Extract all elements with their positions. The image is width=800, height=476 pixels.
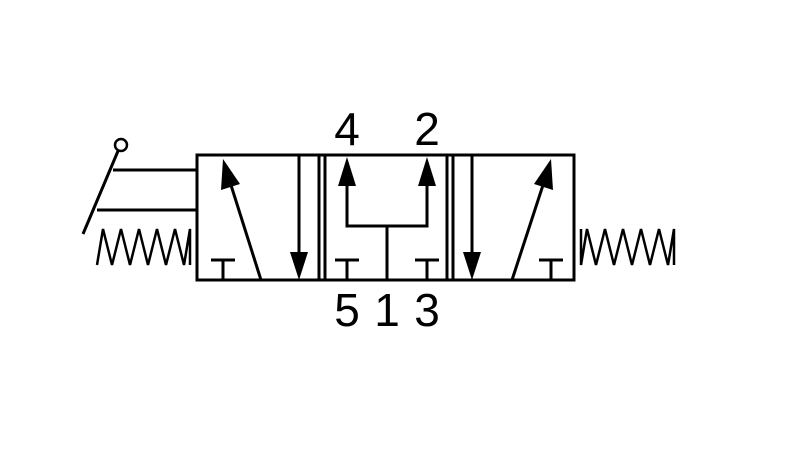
port-label-5: 5 (334, 284, 360, 336)
port-label-4: 4 (334, 103, 360, 155)
right-diagonal-arrow-icon (510, 159, 553, 281)
position-dividers (317, 155, 455, 280)
right-spring-icon (579, 228, 676, 266)
left-position (211, 155, 308, 281)
left-block-icon (211, 258, 235, 280)
middle-block-3-icon (415, 258, 439, 280)
port-label-3: 3 (414, 284, 440, 336)
middle-position (335, 157, 439, 280)
middle-block-5-icon (335, 258, 359, 280)
right-down-arrow-icon (463, 155, 481, 280)
left-spring-icon (95, 228, 192, 266)
lever-actuator-icon (81, 137, 197, 235)
middle-split-arrows-icon (338, 157, 436, 280)
left-diagonal-arrow-icon (221, 159, 263, 281)
right-block-icon (539, 258, 563, 280)
left-down-arrow-icon (290, 155, 308, 280)
port-label-2: 2 (414, 103, 440, 155)
right-position (463, 155, 563, 281)
port-label-1: 1 (374, 284, 400, 336)
